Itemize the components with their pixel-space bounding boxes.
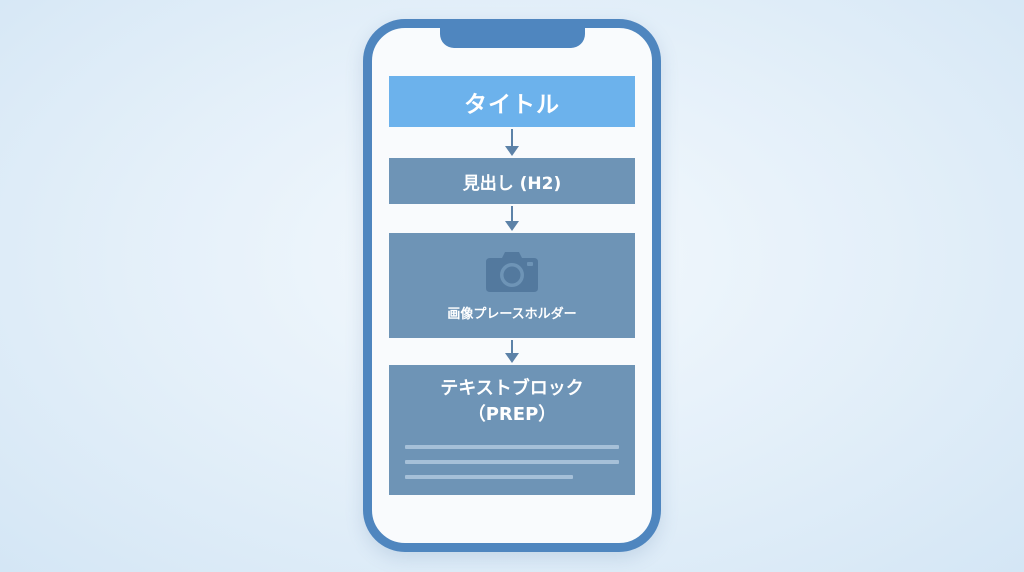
text-block: テキストブロック （PREP）	[389, 365, 635, 495]
text-lines-placeholder	[405, 445, 619, 490]
text-block-title: テキストブロック	[440, 378, 584, 399]
heading-block-label: 見出し (H2)	[462, 173, 562, 194]
phone-notch	[440, 26, 585, 48]
text-line	[405, 475, 573, 479]
flow-arrow	[504, 340, 520, 364]
text-block-subtitle: （PREP）	[467, 404, 557, 425]
smartphone-frame: タイトル 見出し (H2) 画像プレースホルダー	[363, 19, 661, 552]
flow-arrow	[504, 206, 520, 232]
flow-arrow	[504, 129, 520, 157]
camera-icon	[485, 250, 539, 292]
title-block: タイトル	[389, 76, 635, 127]
image-placeholder-block: 画像プレースホルダー	[389, 233, 635, 338]
text-line	[405, 460, 619, 464]
text-line	[405, 445, 619, 449]
heading-block: 見出し (H2)	[389, 158, 635, 204]
title-block-label: タイトル	[464, 91, 560, 118]
image-placeholder-label: 画像プレースホルダー	[447, 307, 577, 322]
